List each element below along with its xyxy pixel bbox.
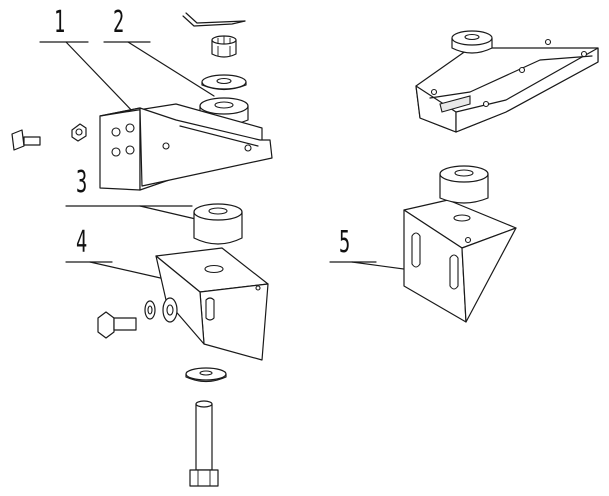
leader-line-3 — [65, 205, 201, 221]
callout-label-1: 1 — [54, 5, 66, 40]
angle-bracket-4 — [155, 247, 269, 361]
lower-washer — [185, 367, 227, 383]
flat-washer-horizontal — [162, 297, 178, 323]
lock-washer — [144, 300, 156, 320]
small-hex-nut — [71, 123, 87, 142]
channel-bracket-1 — [99, 103, 273, 191]
upper-washer — [201, 74, 247, 91]
callout-label-2: 2 — [113, 5, 125, 40]
hex-bolt-horizontal — [97, 311, 137, 339]
callout-label-5: 5 — [339, 225, 351, 260]
angle-bracket-5 — [403, 199, 517, 323]
long-vertical-bolt — [189, 400, 219, 487]
small-hex-bolt — [11, 129, 41, 151]
spacer-on-bracket-5 — [439, 165, 489, 204]
assembled-channel-bracket — [415, 38, 599, 133]
callout-label-3: 3 — [76, 165, 88, 200]
assembled-spacer-top — [451, 30, 493, 54]
callout-label-4: 4 — [76, 225, 88, 260]
cotter-pin — [182, 12, 246, 27]
leader-line-2 — [103, 41, 215, 97]
castle-nut — [211, 35, 237, 58]
rubber-bushing-3 — [193, 203, 243, 245]
